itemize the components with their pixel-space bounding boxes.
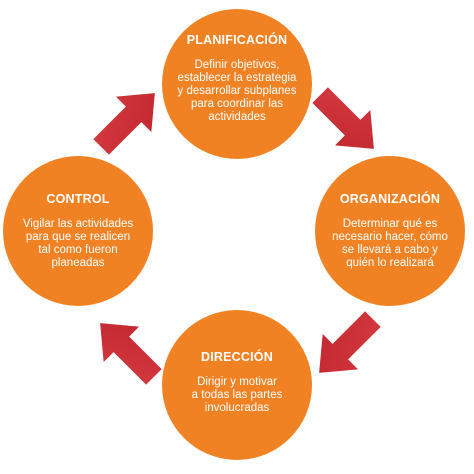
node-description-line: se llevará a cabo y (342, 244, 438, 256)
node-description-line: necesario hacer, cómo (332, 231, 448, 243)
node-title: PLANIFICACIÓN (186, 32, 288, 47)
node-direccion: DIRECCIÓN Dirigir y motivar a todas las … (162, 310, 312, 460)
node-description-line: para que se realicen (25, 231, 131, 243)
node-title: CONTROL (46, 192, 110, 206)
node-description-line: y desarrollar subplanes (177, 84, 297, 97)
node-description-line: involucradas (204, 401, 270, 414)
arrow-up-left-icon (100, 323, 162, 385)
node-description-line: Definir objetivos, (194, 58, 280, 71)
arrow-down-left-icon (319, 311, 381, 373)
node-organizacion: ORGANIZACIÓN Determinar qué es necesario… (315, 156, 465, 306)
node-title: DIRECCIÓN (201, 349, 273, 364)
node-description-line: quién lo realizará (346, 257, 434, 269)
node-planificacion: PLANIFICACIÓN Definir objetivos, estable… (162, 9, 312, 159)
node-description-line: actividades (208, 110, 266, 123)
node-description-line: planeadas (51, 257, 105, 269)
node-description-line: Vigilar las actividades (22, 218, 134, 230)
node-description: Vigilar las actividades para que se real… (23, 218, 133, 270)
node-description: Dirigir y motivar a todas las partes inv… (192, 376, 283, 415)
node-description: Definir objetivos, establecer la estrate… (178, 59, 297, 124)
node-description-line: Dirigir y motivar (197, 375, 277, 388)
node-description: Determinar qué es necesario hacer, cómo … (332, 218, 448, 270)
node-description-line: a todas las partes (191, 388, 283, 401)
node-description-line: Determinar qué es (342, 218, 438, 230)
node-description-line: tal como fueron (38, 244, 118, 256)
node-control: CONTROL Vigilar las actividades para que… (3, 156, 153, 306)
node-description-line: establecer la estrategia (177, 71, 297, 84)
node-title: ORGANIZACIÓN (339, 192, 441, 206)
arrow-up-right-icon (93, 93, 155, 155)
arrow-down-right-icon (312, 87, 374, 149)
node-description-line: para coordinar las (190, 97, 284, 110)
